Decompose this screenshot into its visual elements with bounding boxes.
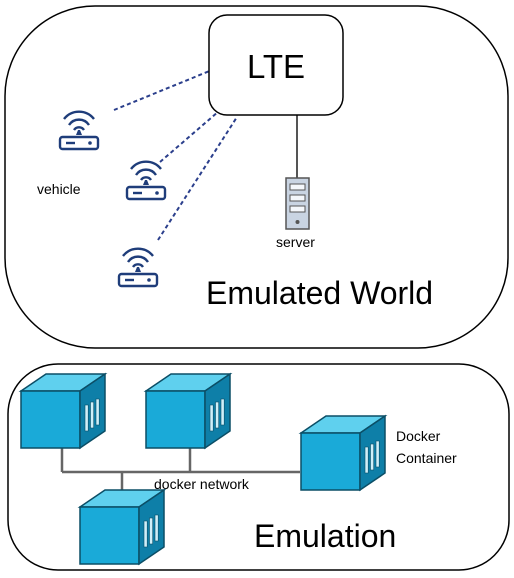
router-icon (58, 110, 100, 151)
container-icon (79, 489, 165, 565)
wireless-link-1 (113, 69, 213, 111)
lte-node (208, 14, 344, 116)
docker-network-lines (60, 448, 300, 490)
wireless-link-2 (159, 104, 227, 163)
server-label: server (276, 234, 315, 250)
router-icon (125, 160, 167, 201)
docker-container-label-line1: Docker (396, 428, 441, 444)
vehicle-label: vehicle (37, 181, 81, 197)
emulated-world-boundary (4, 5, 509, 349)
emulation-boundary (7, 363, 510, 571)
emulated-world-title: Emulated World (206, 275, 433, 311)
container-icon (300, 415, 386, 491)
container-icon (20, 373, 106, 449)
router-icon (117, 247, 159, 288)
emulation-title: Emulation (254, 518, 396, 554)
wireless-link-3 (157, 116, 238, 241)
docker-container-label-line2: Container (396, 450, 457, 466)
server-icon (285, 177, 310, 230)
docker-network-label: docker network (154, 476, 250, 492)
container-icon (145, 373, 231, 449)
lte-label: LTE (247, 48, 305, 85)
